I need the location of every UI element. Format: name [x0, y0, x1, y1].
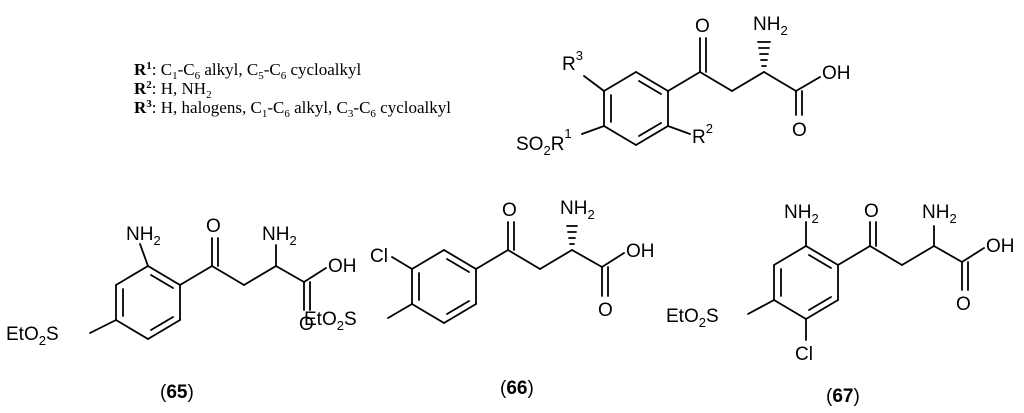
compound-66: Cl O NH2 OH O EtO2S (66) [304, 198, 655, 399]
acid-oxygen-66: O [598, 300, 613, 321]
general-structure: O NH2 OH O R3 R2 SO2R1 [516, 14, 851, 158]
acid-oxygen: O [792, 120, 807, 141]
carbonyl-oxygen-65: O [206, 216, 221, 237]
chloro-67: Cl [795, 344, 813, 365]
chloro-66: Cl [370, 246, 388, 267]
compound-number-67: (67) [826, 386, 860, 407]
sulfonyl-67: EtO2S [666, 306, 719, 330]
amine-65: NH2 [262, 224, 297, 248]
carbonyl-oxygen-66: O [502, 200, 517, 221]
ring-amine-67: NH2 [784, 202, 819, 226]
amine-66: NH2 [560, 198, 595, 222]
sulfonyl-66: EtO2S [304, 309, 357, 333]
acid-hydroxyl-67: OH [986, 236, 1015, 257]
amine-label: NH2 [753, 14, 788, 38]
acid-oxygen-65: O [299, 314, 314, 335]
substituent-legend: R1: C1-C6 alkyl, C5-C6 cycloalkyl R2: H,… [134, 60, 451, 120]
compound-67: NH2 O NH2 OH O EtO2S Cl (67) [666, 201, 1015, 407]
compound-number-66: (66) [500, 378, 534, 399]
legend-r1: R1: C1-C6 alkyl, C5-C6 cycloalkyl [134, 60, 362, 82]
acid-hydroxyl-66: OH [626, 241, 655, 262]
acid-hydroxyl: OH [822, 63, 851, 84]
carbonyl-oxygen: O [695, 16, 710, 37]
amine-67: NH2 [922, 202, 957, 226]
compound-65: NH2 O NH2 OH O EtO2S (65) [6, 216, 357, 403]
ring-amine-65: NH2 [126, 224, 161, 248]
legend-r2: R2: H, NH2 [134, 79, 212, 101]
r2-label: R2 [692, 121, 713, 148]
sulfonyl-r1-label: SO2R1 [516, 126, 572, 158]
acid-oxygen-67: O [956, 294, 971, 315]
carbonyl-oxygen-67: O [864, 201, 879, 222]
compound-number-65: (65) [160, 382, 194, 403]
r3-label: R3 [562, 48, 583, 75]
sulfonyl-65: EtO2S [6, 324, 59, 348]
acid-hydroxyl-65: OH [328, 256, 357, 277]
legend-r3: R3: H, halogens, C1-C6 alkyl, C3-C6 cycl… [134, 98, 451, 120]
